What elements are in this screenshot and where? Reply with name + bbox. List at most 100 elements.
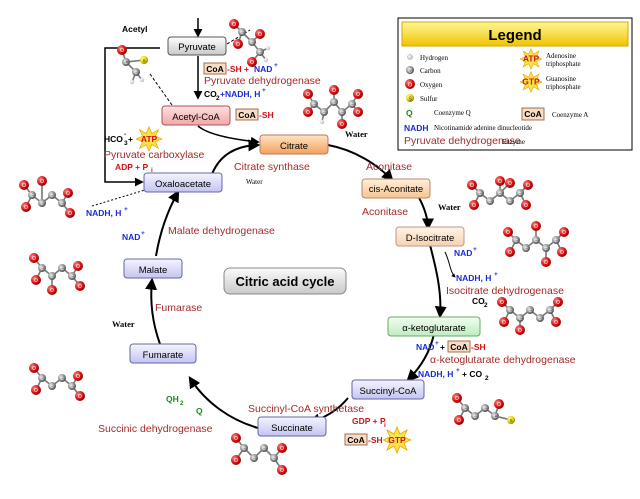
idh-side-arrow	[444, 251, 456, 278]
isocitrate-atom-letter: O	[562, 230, 566, 236]
akg-atom-letter: O	[554, 320, 558, 326]
citrate-atom-letter: O	[356, 92, 360, 98]
malate-atom-letter: O	[78, 284, 82, 290]
svg-text:i: i	[151, 167, 153, 174]
isocitrate-atom-O	[559, 227, 569, 237]
metabolite-alpha-ketoglutarate: α-ketoglutarate	[387, 316, 481, 337]
title-box: Citric acid cycle	[223, 267, 347, 295]
cis-aconitate-atom-O	[495, 176, 505, 186]
fumarate-atom-C	[68, 382, 76, 390]
svg-text:+: +	[128, 134, 133, 144]
citrate-atom-letter: C	[322, 110, 326, 115]
cis-aconitate-atom-letter: C	[488, 199, 492, 204]
svg-text:NAD: NAD	[454, 248, 472, 258]
metabolite-fumarate: Fumarate	[129, 343, 197, 364]
succinyl-coa-atom-letter: C	[483, 406, 487, 411]
citrate-atom-letter: C	[350, 102, 354, 107]
entry-arrows	[104, 18, 260, 187]
water-fumarase: Water	[112, 319, 135, 329]
akg-atom-O	[553, 297, 563, 307]
fumarate-atom-O	[31, 385, 41, 395]
water-citrate-synthase: Water	[246, 178, 263, 186]
citrate-atom-O	[353, 107, 363, 117]
pyruvate-atom-O	[233, 39, 243, 49]
oxaloacetate-atom-letter: O	[40, 179, 44, 185]
svg-text:+: +	[440, 342, 445, 352]
enzyme-aconitase-1: Aconitase	[366, 161, 412, 173]
malate-atom-letter: C	[40, 266, 44, 271]
akg-atom-letter: C	[508, 308, 512, 313]
metabolite-succinyl-coa: Succinyl-CoA	[351, 379, 425, 400]
succinate-atom-C	[250, 454, 258, 462]
legend-coa: Coenzyme A	[552, 111, 588, 119]
svg-text:CO: CO	[204, 89, 217, 99]
adp-pi: ADP + P i	[115, 162, 153, 174]
cis-aconitate-atom-letter: O	[470, 183, 474, 189]
legend-nadh: Nicotinamide adenine dinucleotide	[434, 124, 532, 132]
pyruvate-atom-letter: C	[240, 30, 244, 35]
svg-text:-SH: -SH	[471, 342, 486, 352]
svg-text:Oxaloacetate: Oxaloacetate	[155, 179, 211, 190]
svg-text:+: +	[141, 230, 145, 237]
akg-atom-O	[515, 325, 525, 335]
succinyl-coa-atom-C	[461, 404, 469, 412]
cis-aconitate-atom-O	[505, 178, 515, 188]
akg-atom-letter: C	[538, 316, 542, 321]
isocitrate-atom-C	[542, 244, 550, 252]
akgdh-cofactors: NAD + + CoA -SH NADH, H + + CO 2	[416, 340, 489, 382]
pyruvate-atom-O	[229, 19, 239, 29]
oxaloacetate-atom-C	[48, 191, 56, 199]
citrate-atom-letter: O	[306, 110, 310, 116]
akg-atom-letter: C	[528, 308, 532, 313]
succinate-atom-O	[231, 455, 241, 465]
legend-panel: Legend Hydrogen C Carbon O Oxygen S Sulf…	[397, 17, 633, 151]
metabolite-pyruvate: Pyruvate	[167, 36, 227, 56]
fumarate-atom-letter: C	[50, 384, 54, 389]
svg-text:Q: Q	[196, 406, 203, 416]
water-citrate: Water	[345, 129, 368, 139]
svg-text:+ CO: + CO	[462, 369, 482, 379]
svg-text:C: C	[408, 69, 412, 75]
legend-enzyme: Enzyme	[502, 138, 525, 146]
svg-text:2: 2	[484, 302, 488, 309]
legend-atp-1: Adenosine	[546, 52, 576, 60]
oxaloacetate-atom-C	[38, 199, 46, 207]
succinate-atom-O	[231, 433, 241, 443]
metabolite-acetyl-coa: Acetyl-CoA	[161, 105, 231, 126]
succinyl-coa-atom-O	[494, 399, 504, 409]
isocitrate-atom-C	[522, 244, 530, 252]
isocitrate-atom-letter: C	[544, 246, 548, 251]
acetyl-atom-C	[132, 68, 140, 76]
svg-text:+NADH, H: +NADH, H	[220, 89, 260, 99]
cis-aconitate-atom-letter: C	[518, 191, 522, 196]
svg-text:2: 2	[216, 95, 220, 102]
svg-text:α-ketoglutarate: α-ketoglutarate	[402, 323, 466, 334]
fumarate-atom-O	[29, 363, 39, 373]
akg-atom-O	[551, 317, 561, 327]
enzyme-fumarase: Fumarase	[155, 302, 202, 314]
isocitrate-atom-letter: C	[524, 246, 528, 251]
pyruvate-atom-letter: O	[258, 32, 262, 38]
akg-atom-letter: C	[518, 316, 522, 321]
metabolite-succinate: Succinate	[257, 416, 327, 437]
citrate-atom-O	[329, 85, 339, 95]
cis-aconitate-atom-C	[486, 197, 494, 205]
malate-atom-C	[38, 264, 46, 272]
svg-text:GTP: GTP	[522, 77, 540, 87]
svg-text:NADH, H: NADH, H	[456, 273, 491, 283]
oxaloacetate-atom-O	[19, 180, 29, 190]
pyruvate-atom-C	[256, 48, 264, 56]
isocitrate-atom-O	[541, 257, 551, 267]
svg-text:Citrate: Citrate	[280, 141, 308, 152]
legend-atp-2: triphosphate	[546, 60, 581, 68]
svg-text:Succinyl-CoA: Succinyl-CoA	[359, 386, 417, 397]
cis-aconitate-atom-C	[516, 189, 524, 197]
svg-text:Fumarate: Fumarate	[143, 350, 184, 361]
cis-aconitate-atom-letter: O	[526, 183, 530, 189]
akg-atom-C	[536, 314, 544, 322]
citrate-atom-O	[303, 89, 313, 99]
oxaloacetate-atom-letter: O	[68, 211, 72, 217]
malate-atom-letter: O	[32, 256, 36, 262]
svg-text:+: +	[262, 87, 266, 94]
